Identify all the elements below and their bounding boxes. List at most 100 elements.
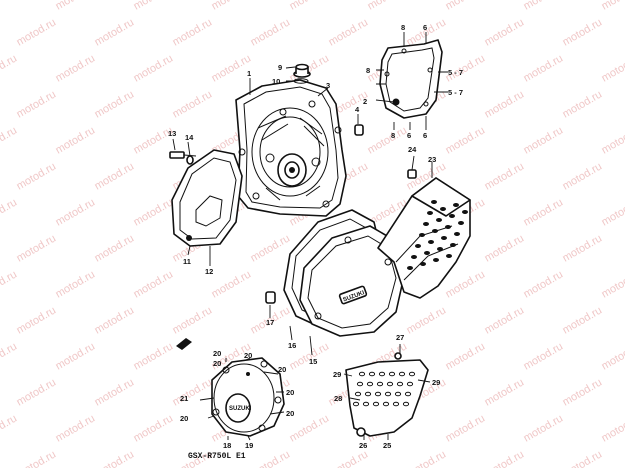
watermark-text: motod.ru [132,196,176,228]
watermark-text: motod.ru [522,268,566,300]
watermark-text: motod.ru [483,232,527,264]
guard-vent-hole [366,381,374,387]
callout-6-bottom-mid: 6 [407,131,411,140]
watermark-text: motod.ru [522,196,566,228]
watermark-text: motod.ru [54,0,98,13]
guard-vent-hole [374,391,382,397]
watermark-text: motod.ru [249,448,293,468]
watermark-text: motod.ru [600,340,625,372]
watermark-text: motod.ru [327,16,371,48]
cover-vent-hole [453,203,459,207]
watermark-text: motod.ru [15,160,59,192]
bolt-part [169,151,197,165]
watermark-text: motod.ru [444,0,488,13]
watermark-text: motod.ru [15,16,59,48]
callout-20-right-lower: 20 [286,409,294,418]
callout-24: 24 [408,145,417,154]
generator-cover-part: SUZUKI [211,357,285,437]
signal-generator-cover-part [379,39,443,119]
watermark-text: motod.ru [327,448,371,468]
watermark-text: motod.ru [15,304,59,336]
callout-2: 2 [363,97,367,106]
watermark-text: motod.ru [561,448,605,468]
watermark-text: motod.ru [405,448,449,468]
callout-26: 26 [359,441,367,450]
guard-vent-hole [406,381,414,387]
watermark-text: motod.ru [444,268,488,300]
callout-20-second: 20 [213,359,221,368]
callout-8-left: 8 [366,66,370,75]
cover-vent-hole [415,244,421,248]
callout-16: 16 [288,341,296,350]
callout-11: 11 [183,257,191,266]
watermark-text: motod.ru [93,16,137,48]
watermark-text: motod.ru [444,124,488,156]
watermark-text: motod.ru [483,376,527,408]
watermark-text: motod.ru [483,448,527,468]
watermark-text: motod.ru [561,232,605,264]
guard-vent-hole [402,401,410,407]
watermark-text: motod.ru [132,340,176,372]
watermark-text: motod.ru [54,340,98,372]
guard-vent-hole [408,371,416,377]
callout-9: 9 [278,63,282,72]
watermark-text: motod.ru [93,304,137,336]
cover-vent-hole [445,225,451,229]
cover-vent-hole [419,233,425,237]
watermark-text: motod.ru [522,52,566,84]
cover-vent-hole [424,251,430,255]
cover-vent-hole [458,221,464,225]
guard-vent-hole [364,391,372,397]
watermark-text: motod.ru [210,268,254,300]
cover-vent-hole [454,232,460,236]
callout-20-top: 20 [244,351,252,360]
watermark-text: motod.ru [561,304,605,336]
watermark-text: motod.ru [600,124,625,156]
callout-13: 13 [168,129,176,138]
guard-vent-hole [386,381,394,387]
callout-12: 12 [205,267,213,276]
cover-vent-hole [423,222,429,226]
callout-6-top: 6 [423,23,427,32]
watermark-text: motod.ru [600,52,625,84]
guard-vent-hole [352,401,360,407]
watermark-text: motod.ru [171,16,215,48]
watermark-text: motod.ru [561,376,605,408]
watermark-text: motod.ru [171,304,215,336]
guard-vent-hole [404,391,412,397]
watermark-text: motod.ru [54,412,98,444]
cover-vent-hole [440,207,446,211]
guard-vent-hole [368,371,376,377]
clutch-cover-part [235,79,347,217]
watermark-text: motod.ru [0,0,19,13]
guard-vent-hole [382,401,390,407]
callout-29-left: 29 [333,370,341,379]
watermark-text: motod.ru [93,160,137,192]
callout-20-upper-left: 20 [213,349,221,358]
watermark-text: motod.ru [132,412,176,444]
callout-3: 3 [326,81,330,90]
watermark-text: motod.ru [15,88,59,120]
watermark-text: motod.ru [288,0,332,13]
watermark-text: motod.ru [522,124,566,156]
watermark-text: motod.ru [366,0,410,13]
dowel-pin-part [354,124,364,136]
callout-23: 23 [428,155,436,164]
cover-vent-hole [450,243,456,247]
cover-vent-hole [420,262,426,266]
callout-20-right-upper: 20 [278,365,286,374]
guard-vent-hole [396,381,404,387]
part-number-callouts: 1 2 3 4 5 - 7 5 - 7 6 6 6 8 8 8 9 10 11 … [168,23,463,450]
cover-vent-hole [407,266,413,270]
oil-filler-cap-part [293,63,311,84]
cover-vent-hole [462,210,468,214]
watermark-text: motod.ru [483,304,527,336]
guard-vent-hole [362,401,370,407]
watermark-text: motod.ru [600,196,625,228]
watermark-text: motod.ru [0,412,19,444]
guard-vent-hole [356,381,364,387]
watermark-text: motod.ru [15,448,59,468]
guard-vent-hole [384,391,392,397]
watermark-text: motod.ru [522,412,566,444]
